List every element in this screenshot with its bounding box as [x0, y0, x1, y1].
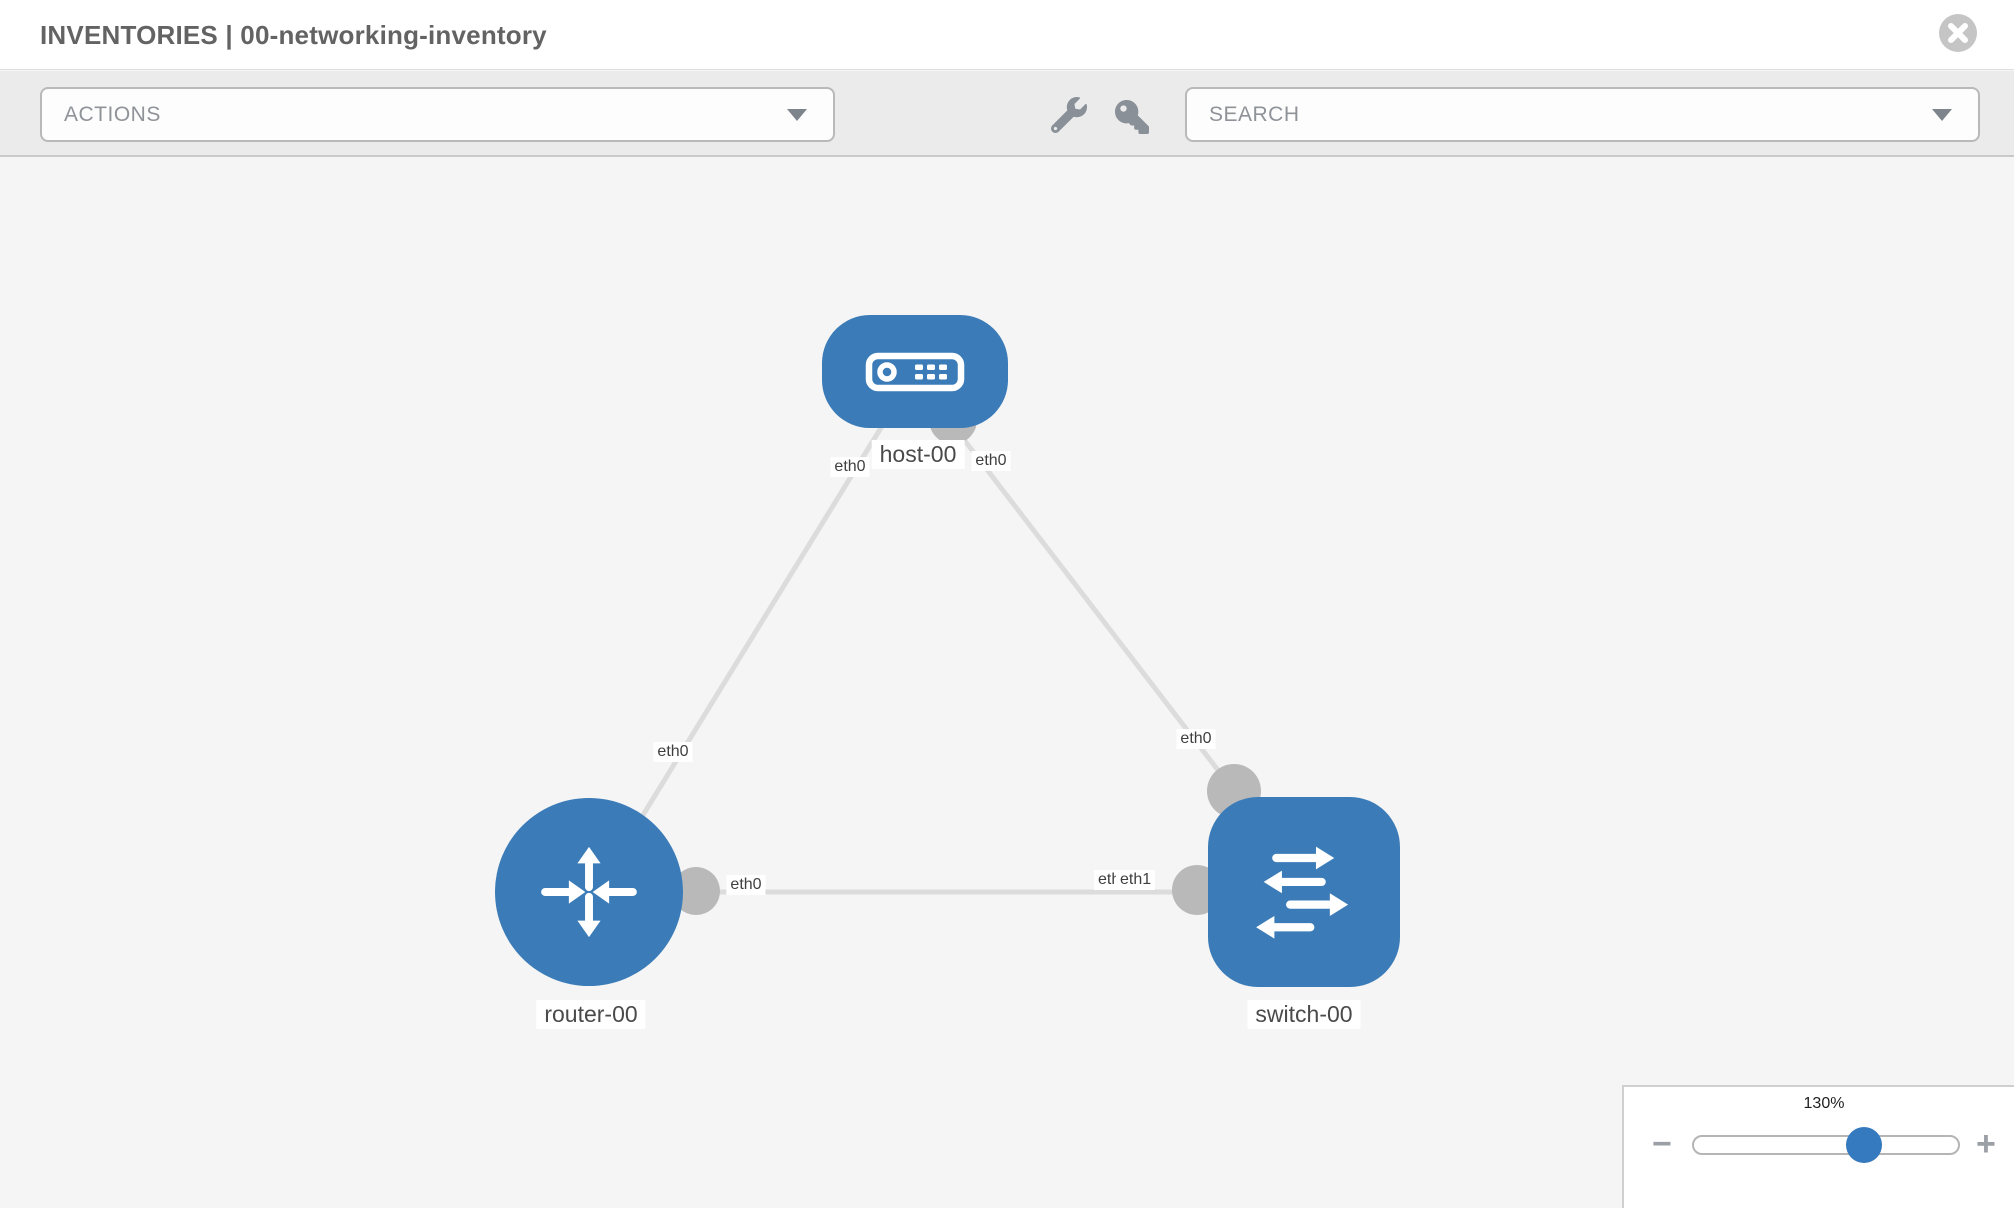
key-icon [1115, 100, 1149, 134]
interface-label: eth0 [1176, 729, 1216, 749]
zoom-in-button[interactable]: + [1976, 1125, 1996, 1163]
node-switch-00[interactable] [1208, 797, 1400, 987]
header-bar: INVENTORIES | 00-networking-inventory [0, 0, 2014, 70]
interface-label: eth0 [726, 875, 766, 895]
interface-label: eth0 [830, 457, 870, 477]
switch-icon [1256, 846, 1349, 939]
zoom-slider-handle[interactable] [1846, 1127, 1882, 1163]
node-label-switch: switch-00 [1247, 1000, 1361, 1029]
node-label-host: host-00 [871, 440, 965, 469]
actions-dropdown-label: ACTIONS [64, 103, 161, 126]
host-icon [865, 352, 965, 391]
wrench-icon [1050, 97, 1087, 134]
topology-canvas[interactable] [0, 157, 2014, 1200]
interface-label: eth1 [1116, 870, 1156, 890]
zoom-out-button[interactable]: − [1652, 1125, 1672, 1163]
link-host-router[interactable] [597, 403, 898, 887]
interface-label: eth0 [971, 451, 1011, 471]
zoom-level: 130% [1803, 1095, 1845, 1112]
configure-button[interactable] [1050, 97, 1089, 135]
toolbar: ACTIONS SEARCH [0, 71, 2014, 157]
node-host-00[interactable] [822, 315, 1008, 428]
search-dropdown[interactable]: SEARCH [1185, 87, 1980, 142]
caret-down-icon [1932, 109, 1952, 121]
page-title: INVENTORIES | 00-networking-inventory [40, 20, 547, 50]
interface-label: eth0 [653, 742, 693, 762]
credentials-button[interactable] [1115, 100, 1153, 138]
zoom-panel: 130% − + [1622, 1085, 2014, 1208]
zoom-slider-track[interactable] [1692, 1135, 1960, 1155]
port-dot-router [672, 867, 720, 915]
actions-dropdown[interactable]: ACTIONS [40, 87, 835, 142]
node-router-00[interactable] [495, 798, 683, 986]
caret-down-icon [787, 109, 807, 121]
search-dropdown-label: SEARCH [1209, 103, 1300, 126]
node-label-router: router-00 [536, 1000, 646, 1029]
close-icon[interactable] [1939, 14, 1977, 52]
link-host-switch[interactable] [943, 413, 1236, 793]
router-icon [541, 846, 637, 938]
